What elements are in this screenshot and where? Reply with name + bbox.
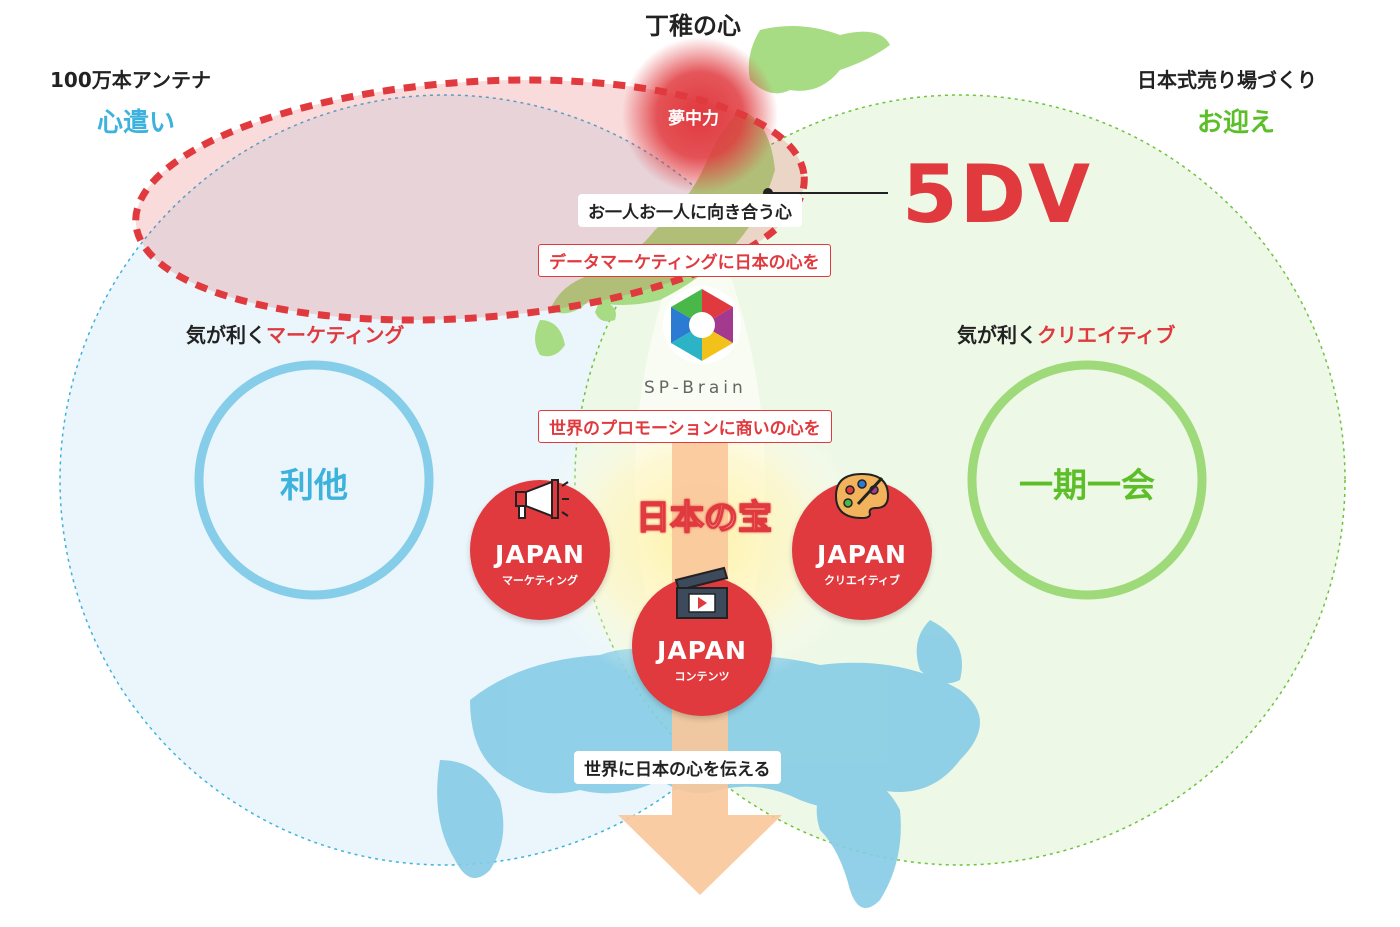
brand-name: SP-Brain	[644, 378, 747, 398]
right-ring-label: 一期一会	[1019, 466, 1155, 506]
badge-marketing-title: JAPAN	[495, 540, 585, 569]
badge-marketing: JAPAN マーケティング	[470, 479, 610, 620]
megaphone-icon	[515, 479, 569, 519]
left-sub-accent: マーケティング	[266, 323, 405, 347]
left-sub-label: 気が利くマーケティング	[186, 319, 404, 348]
badge-contents: JAPAN コンテンツ	[632, 566, 772, 716]
right-header-line2: お迎え	[1197, 108, 1276, 138]
sp-brain-logo-icon	[663, 286, 741, 364]
treasure-label: 日本の宝	[635, 497, 773, 539]
left-ring-label: 利他	[280, 466, 348, 506]
left-ring	[194, 360, 434, 600]
top-title: 丁稚の心	[645, 12, 741, 40]
badge-marketing-sub: マーケティング	[501, 574, 579, 587]
right-header-line1: 日本式売り場づくり	[1137, 68, 1317, 92]
pill-one-by-one: お一人お一人に向き合う心	[578, 194, 802, 227]
badge-creative: JAPAN クリエイティブ	[792, 472, 932, 620]
badge-creative-title: JAPAN	[817, 540, 907, 569]
highlight-5dv: 5DV	[902, 148, 1092, 241]
right-sub-prefix: 気が利く	[957, 323, 1037, 347]
pill-world: 世界に日本の心を伝える	[574, 751, 781, 784]
pill-promotion: 世界のプロモーションに商いの心を	[538, 410, 832, 443]
badge-contents-sub: コンテンツ	[674, 670, 730, 683]
center-glow-label: 夢中力	[668, 109, 719, 129]
left-header-line2: 心遣い	[97, 108, 176, 138]
left-sub-prefix: 気が利く	[186, 323, 266, 347]
pill-data-marketing: データマーケティングに日本の心を	[538, 244, 831, 277]
left-header-line1: 100万本アンテナ	[50, 68, 211, 92]
badge-contents-title: JAPAN	[657, 636, 747, 665]
right-ring	[967, 360, 1207, 600]
right-sub-label: 気が利くクリエイティブ	[957, 319, 1175, 348]
badge-creative-sub: クリエイティブ	[823, 574, 901, 587]
palette-icon	[834, 472, 890, 520]
clapperboard-icon	[674, 566, 729, 619]
right-sub-accent: クリエイティブ	[1037, 323, 1176, 347]
